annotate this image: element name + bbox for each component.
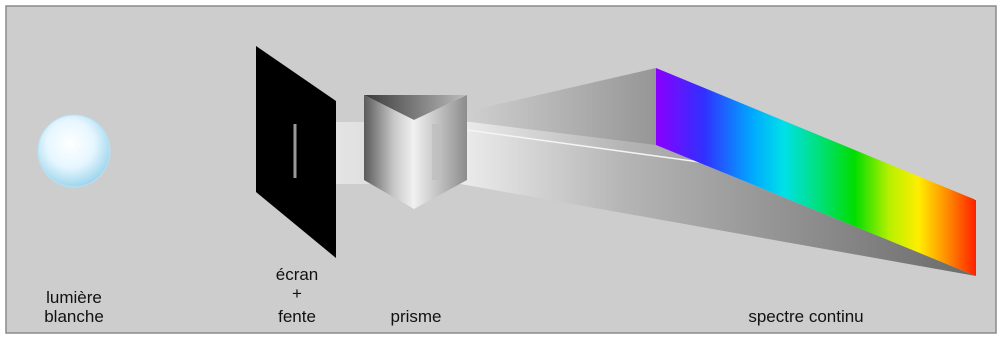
label-screen-line1: écran — [276, 265, 319, 284]
dispersion-fan — [438, 118, 976, 276]
label-screen-line3: fente — [278, 307, 316, 326]
label-prism: prisme — [390, 307, 441, 326]
label-light-line2: blanche — [44, 307, 104, 326]
continuous-spectrum — [656, 68, 976, 276]
white-light-source — [37, 114, 111, 188]
prism-top-face — [364, 95, 467, 120]
prism-inner-light — [432, 124, 442, 180]
label-light-line1: lumière — [46, 288, 102, 307]
label-screen-line2: + — [292, 284, 302, 303]
prism-left-face — [364, 95, 414, 209]
label-spectrum: spectre continu — [748, 307, 863, 326]
